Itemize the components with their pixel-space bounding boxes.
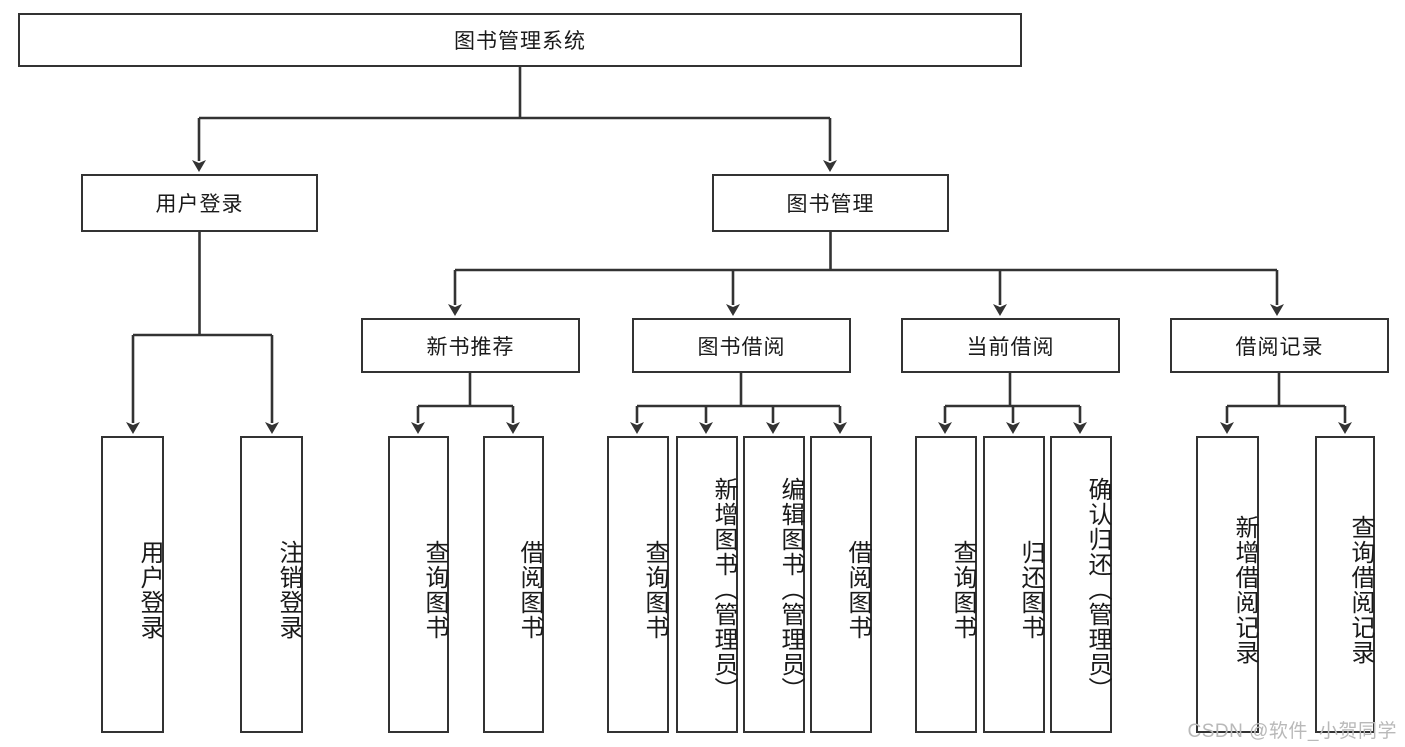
node-leaf-2-label: 注销登录 — [275, 539, 302, 640]
node-leaf-11-label: 确认归还（管理员） — [1084, 477, 1111, 702]
node-leaf-7-label: 编辑图书（管理员） — [777, 477, 804, 702]
node-level1-1-label: 用户登录 — [155, 193, 244, 216]
node-leaf-2[interactable]: 注销登录 — [240, 436, 303, 733]
node-leaf-13[interactable]: 查询借阅记录 — [1315, 436, 1375, 733]
node-level2-3[interactable]: 当前借阅 — [901, 318, 1120, 373]
node-leaf-3[interactable]: 查询图书 — [388, 436, 449, 733]
node-leaf-7[interactable]: 编辑图书（管理员） — [743, 436, 805, 733]
node-leaf-8[interactable]: 借阅图书 — [810, 436, 872, 733]
node-level1-1[interactable]: 用户登录 — [81, 174, 318, 232]
watermark-label: CSDN @软件_小贺同学 — [1187, 721, 1397, 742]
node-leaf-4-label: 借阅图书 — [516, 539, 543, 640]
node-leaf-12-label: 新增借阅记录 — [1231, 514, 1258, 665]
node-level2-1-label: 新书推荐 — [426, 335, 515, 359]
node-leaf-1[interactable]: 用户登录 — [101, 436, 164, 733]
node-root-book-management-system[interactable]: 图书管理系统 — [18, 13, 1022, 67]
node-level2-1[interactable]: 新书推荐 — [361, 318, 580, 373]
node-leaf-11[interactable]: 确认归还（管理员） — [1050, 436, 1112, 733]
node-leaf-12[interactable]: 新增借阅记录 — [1196, 436, 1259, 733]
node-leaf-13-label: 查询借阅记录 — [1347, 514, 1374, 665]
node-level2-4-label: 借阅记录 — [1235, 335, 1324, 359]
node-leaf-1-label: 用户登录 — [136, 539, 163, 640]
node-leaf-4[interactable]: 借阅图书 — [483, 436, 544, 733]
node-leaf-5-label: 查询图书 — [641, 539, 668, 640]
node-level2-4[interactable]: 借阅记录 — [1170, 318, 1389, 373]
node-leaf-5[interactable]: 查询图书 — [607, 436, 669, 733]
node-leaf-6[interactable]: 新增图书（管理员） — [676, 436, 738, 733]
node-leaf-10-label: 归还图书 — [1017, 539, 1044, 640]
node-level2-3-label: 当前借阅 — [966, 335, 1055, 359]
node-level1-2-label: 图书管理 — [786, 193, 875, 216]
node-level1-2[interactable]: 图书管理 — [712, 174, 949, 232]
node-root-book-management-system-label: 图书管理系统 — [454, 30, 586, 53]
node-level2-2-label: 图书借阅 — [697, 335, 786, 359]
node-leaf-9-label: 查询图书 — [949, 539, 976, 640]
node-leaf-10[interactable]: 归还图书 — [983, 436, 1045, 733]
node-level2-2[interactable]: 图书借阅 — [632, 318, 851, 373]
node-leaf-9[interactable]: 查询图书 — [915, 436, 977, 733]
node-leaf-3-label: 查询图书 — [421, 539, 448, 640]
node-leaf-8-label: 借阅图书 — [844, 539, 871, 640]
node-leaf-6-label: 新增图书（管理员） — [710, 477, 737, 702]
